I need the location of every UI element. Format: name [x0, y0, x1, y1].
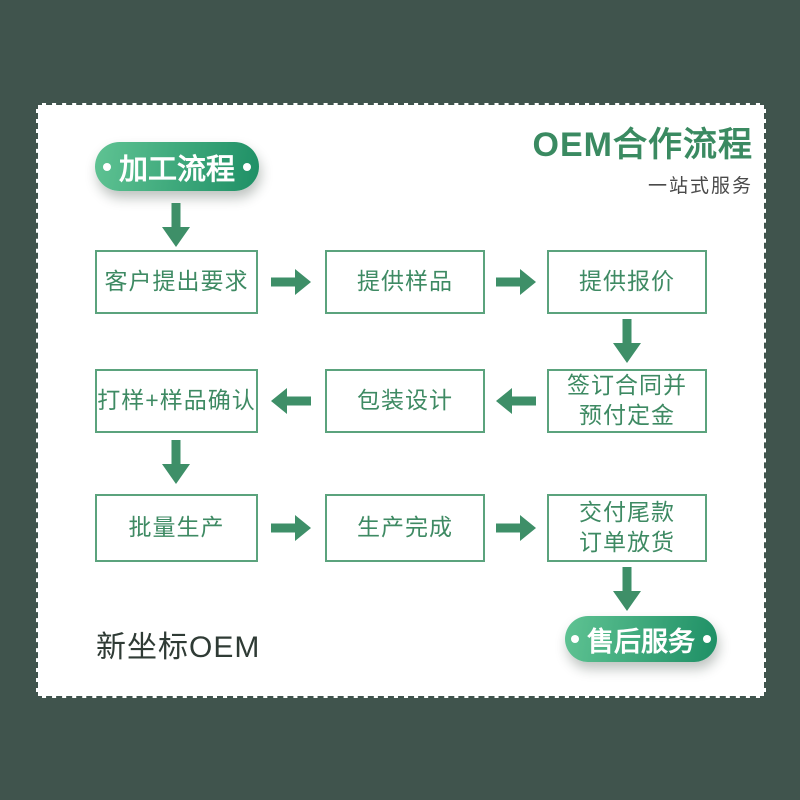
page-title: OEM合作流程	[532, 126, 753, 164]
arrow-right-icon	[271, 515, 311, 541]
badge-dot-icon	[243, 162, 251, 171]
flow-step-r3c3: 交付尾款 订单放货	[547, 494, 707, 562]
arrow-right-icon	[496, 515, 536, 541]
badge-dot-icon	[571, 635, 579, 643]
start-badge: 加工流程	[95, 142, 259, 191]
start-badge-label: 加工流程	[118, 153, 235, 186]
flow-step-r1c2: 提供样品	[325, 250, 485, 314]
page-subtitle: 一站式服务	[647, 176, 753, 197]
arrow-right-icon	[496, 269, 536, 295]
end-badge-label: 售后服务	[587, 626, 695, 657]
arrow-down-icon	[613, 567, 641, 611]
badge-dot-icon	[102, 162, 111, 171]
arrow-left-icon	[271, 388, 311, 414]
badge-dot-icon	[703, 635, 711, 643]
flow-step-r1c1: 客户提出要求	[95, 250, 258, 314]
flow-step-r3c1: 批量生产	[95, 494, 258, 562]
end-badge: 售后服务	[565, 616, 717, 662]
arrow-left-icon	[496, 388, 536, 414]
arrow-down-icon	[162, 440, 190, 484]
arrow-down-icon	[613, 319, 641, 363]
flow-step-r2c1: 打样+样品确认	[95, 369, 258, 433]
flow-step-r3c2: 生产完成	[325, 494, 485, 562]
flow-step-r2c3: 签订合同并 预付定金	[547, 369, 707, 433]
brand-text: 新坐标OEM	[96, 631, 261, 664]
flow-step-r1c3: 提供报价	[547, 250, 707, 314]
flow-step-r2c2: 包装设计	[325, 369, 485, 433]
arrow-down-icon	[162, 203, 190, 247]
header: OEM合作流程 一站式服务	[533, 128, 753, 198]
arrow-right-icon	[271, 269, 311, 295]
